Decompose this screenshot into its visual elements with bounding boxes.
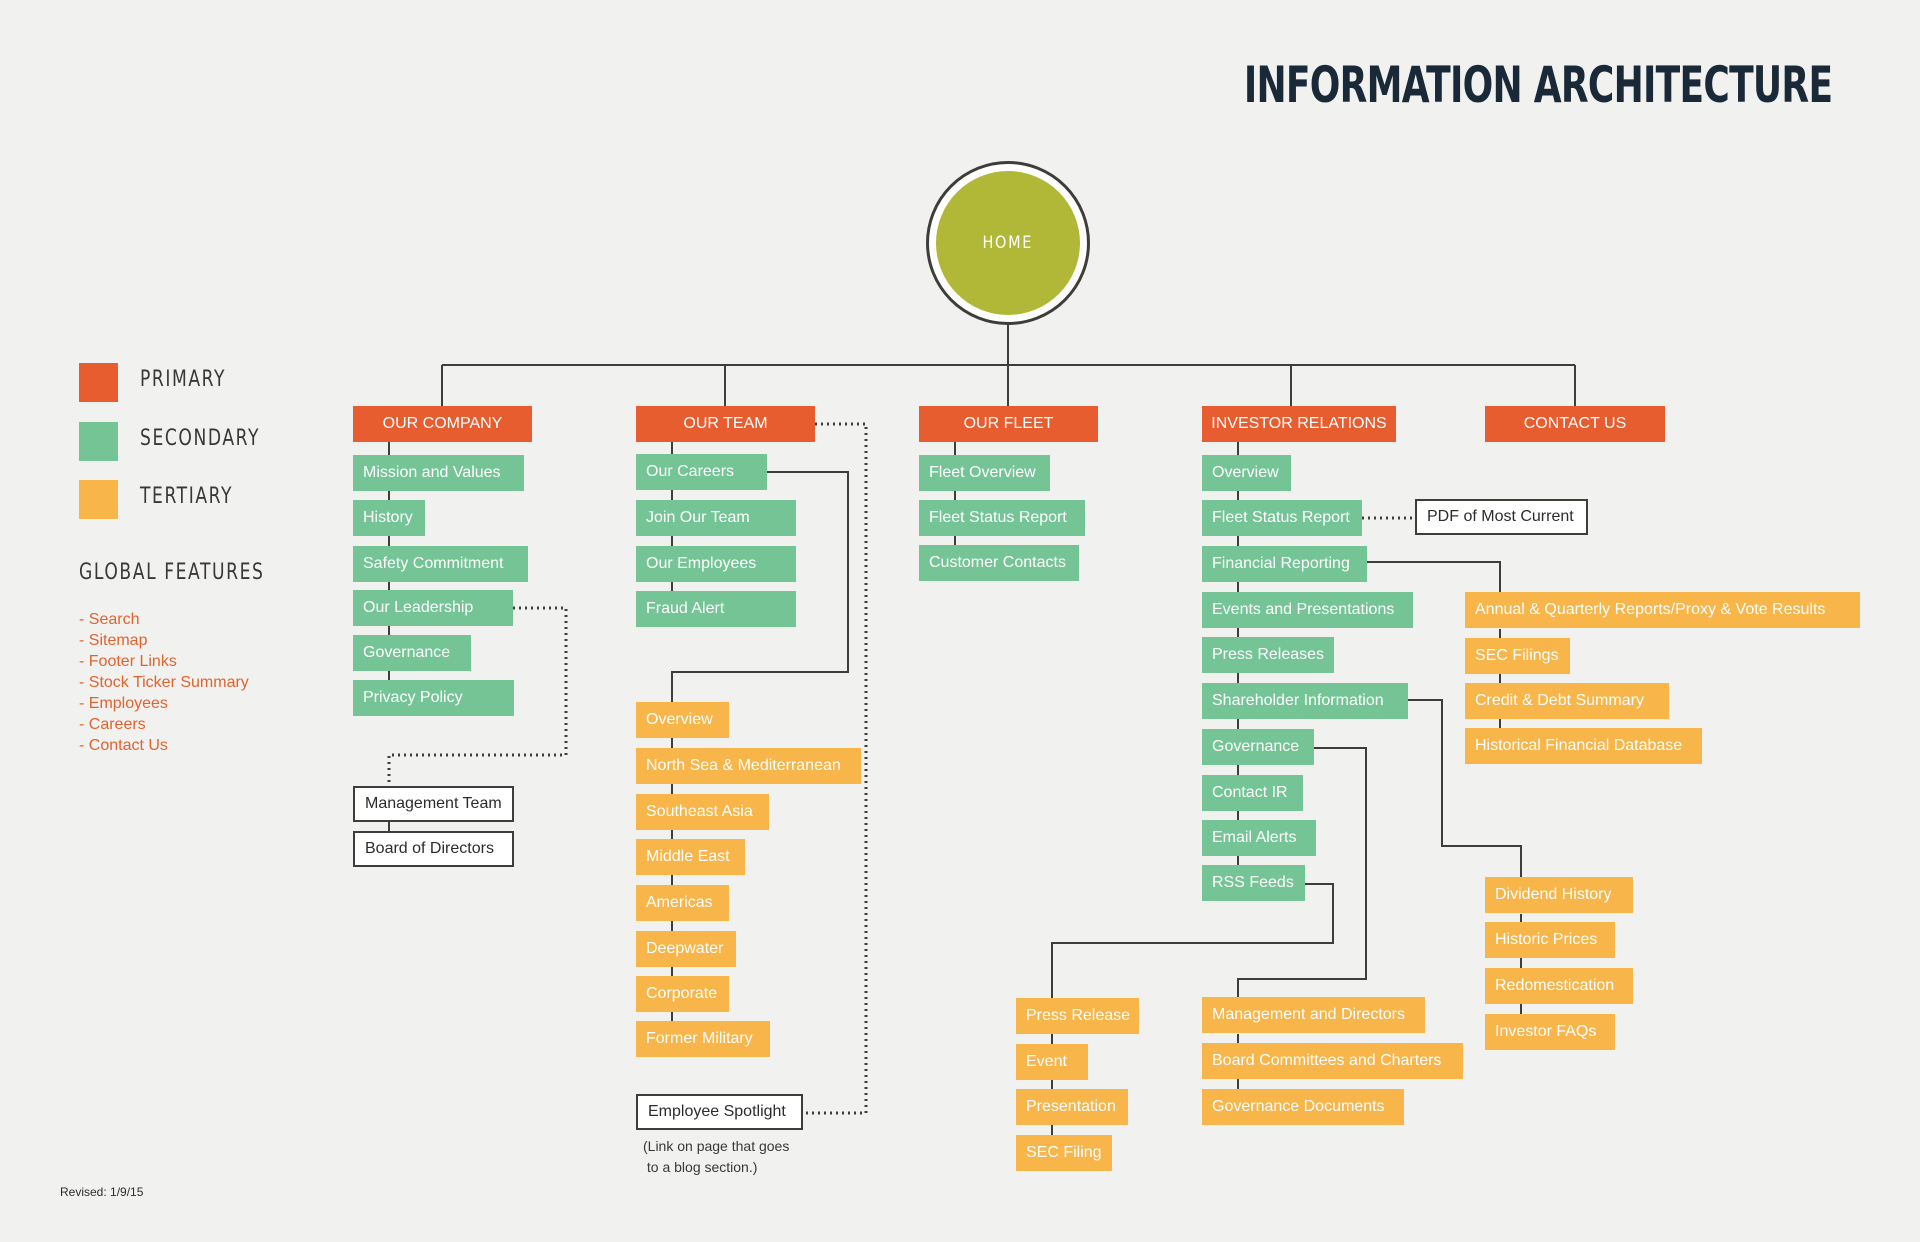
company-item-leadership[interactable]: Our Leadership: [353, 590, 513, 626]
ir-pdf-most-current[interactable]: PDF of Most Current: [1415, 499, 1588, 535]
rss-item[interactable]: Presentation: [1016, 1089, 1128, 1125]
team-item-join[interactable]: Join Our Team: [636, 500, 796, 536]
financial-item[interactable]: Credit & Debt Summary: [1465, 683, 1669, 719]
financial-item[interactable]: SEC Filings: [1465, 638, 1570, 674]
home-label: HOME: [982, 233, 1034, 253]
financial-item[interactable]: Historical Financial Database: [1465, 728, 1702, 764]
company-item-privacy[interactable]: Privacy Policy: [353, 680, 514, 716]
legend-primary-swatch: [79, 363, 118, 402]
global-features-title: GLOBAL FEATURES: [79, 560, 265, 585]
ir-item-press[interactable]: Press Releases: [1202, 637, 1334, 673]
ir-item-email[interactable]: Email Alerts: [1202, 820, 1316, 856]
nav-our-team[interactable]: OUR TEAM: [636, 406, 815, 442]
company-item-safety[interactable]: Safety Commitment: [353, 546, 528, 582]
primary-drop-lines: [441, 365, 1576, 406]
nav-our-fleet[interactable]: OUR FLEET: [919, 406, 1098, 442]
team-employee-spotlight[interactable]: Employee Spotlight: [636, 1094, 803, 1130]
legend-secondary-label: SECONDARY: [140, 426, 261, 451]
fleet-item-overview[interactable]: Fleet Overview: [919, 455, 1050, 491]
shareholder-item[interactable]: Historic Prices: [1485, 922, 1615, 958]
home-node[interactable]: HOME: [926, 161, 1090, 325]
nav-investor-relations[interactable]: INVESTOR RELATIONS: [1202, 406, 1396, 442]
governance-item[interactable]: Management and Directors: [1202, 997, 1425, 1033]
global-feature-item[interactable]: - Footer Links: [79, 653, 177, 670]
careers-item[interactable]: Middle East: [636, 839, 745, 875]
ir-item-fleet-status[interactable]: Fleet Status Report: [1202, 500, 1362, 536]
global-feature-item[interactable]: - Careers: [79, 716, 146, 733]
shareholder-item[interactable]: Redomestication: [1485, 968, 1633, 1004]
nav-contact-us[interactable]: CONTACT US: [1485, 406, 1665, 442]
company-item-governance[interactable]: Governance: [353, 635, 471, 671]
ir-item-events[interactable]: Events and Presentations: [1202, 592, 1413, 628]
careers-item[interactable]: Deepwater: [636, 931, 736, 967]
legend-tertiary-swatch: [79, 480, 118, 519]
fleet-item-status[interactable]: Fleet Status Report: [919, 500, 1085, 536]
careers-item[interactable]: North Sea & Mediterranean: [636, 748, 861, 784]
legend-tertiary-label: TERTIARY: [140, 484, 234, 509]
revised-date: Revised: 1/9/15: [60, 1185, 144, 1199]
global-features-list: - Search - Sitemap - Footer Links - Stoc…: [79, 609, 249, 756]
leadership-board-of-directors[interactable]: Board of Directors: [353, 831, 514, 867]
team-item-careers[interactable]: Our Careers: [636, 454, 767, 490]
ir-item-shareholder[interactable]: Shareholder Information: [1202, 683, 1408, 719]
fleet-item-contacts[interactable]: Customer Contacts: [919, 545, 1079, 581]
shareholder-item[interactable]: Investor FAQs: [1485, 1014, 1615, 1050]
company-item-history[interactable]: History: [353, 500, 425, 536]
nav-our-company[interactable]: OUR COMPANY: [353, 406, 532, 442]
home-circle: HOME: [936, 171, 1080, 315]
legend-secondary-swatch: [79, 422, 118, 461]
leadership-dotted-line: [387, 606, 568, 786]
page-title: INFORMATION ARCHITECTURE: [1243, 56, 1833, 114]
rss-item[interactable]: Press Release: [1016, 998, 1139, 1034]
careers-item[interactable]: Corporate: [636, 976, 729, 1012]
careers-item[interactable]: Southeast Asia: [636, 794, 769, 830]
spotlight-note: (Link on page that goes to a blog sectio…: [643, 1138, 790, 1175]
ir-item-governance[interactable]: Governance: [1202, 729, 1314, 765]
global-feature-item[interactable]: - Stock Ticker Summary: [79, 674, 249, 691]
team-item-employees[interactable]: Our Employees: [636, 546, 796, 582]
rss-item[interactable]: Event: [1016, 1044, 1088, 1080]
leadership-management-team[interactable]: Management Team: [353, 786, 514, 822]
financial-item[interactable]: Annual & Quarterly Reports/Proxy & Vote …: [1465, 592, 1860, 628]
global-feature-item[interactable]: - Employees: [79, 695, 168, 712]
legend-primary-label: PRIMARY: [140, 367, 227, 392]
careers-item[interactable]: Americas: [636, 885, 729, 921]
governance-item[interactable]: Governance Documents: [1202, 1089, 1404, 1125]
team-item-fraud[interactable]: Fraud Alert: [636, 591, 796, 627]
rss-item[interactable]: SEC Filing: [1016, 1135, 1112, 1171]
ir-item-financial[interactable]: Financial Reporting: [1202, 546, 1367, 582]
ir-item-rss[interactable]: RSS Feeds: [1202, 865, 1305, 901]
ir-item-contact[interactable]: Contact IR: [1202, 775, 1303, 811]
global-feature-item[interactable]: - Sitemap: [79, 632, 148, 649]
company-item-mission[interactable]: Mission and Values: [353, 455, 524, 491]
ir-item-overview[interactable]: Overview: [1202, 455, 1291, 491]
spotlight-dotted-line: [803, 422, 868, 1115]
global-feature-item[interactable]: - Contact Us: [79, 737, 168, 754]
governance-item[interactable]: Board Committees and Charters: [1202, 1043, 1463, 1079]
shareholder-item[interactable]: Dividend History: [1485, 877, 1633, 913]
careers-item[interactable]: Former Military: [636, 1021, 770, 1057]
global-feature-item[interactable]: - Search: [79, 611, 140, 628]
careers-item[interactable]: Overview: [636, 702, 729, 738]
